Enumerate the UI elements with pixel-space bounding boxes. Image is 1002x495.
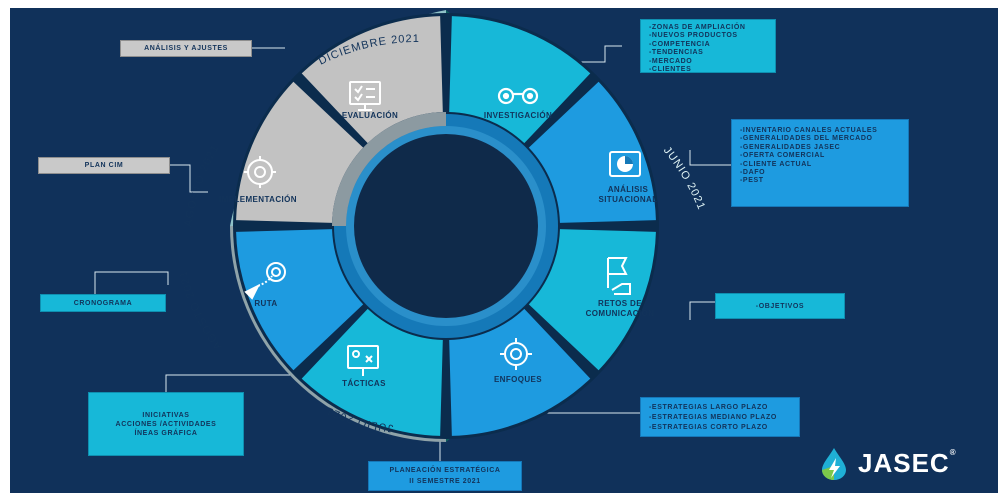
iniciativas-line-3: ÍNEAS GRÁFICA bbox=[134, 429, 198, 437]
inner-gray-arc bbox=[332, 112, 447, 227]
inner-core bbox=[354, 134, 538, 318]
ring-label-agosto-upper: AGOSTO 2021 bbox=[182, 142, 221, 227]
segment-labels: INVESTIGACIÓN ANÁLISIS SITUACIONAL RETOS… bbox=[219, 111, 657, 388]
segment-label-retos-1: RETOS DE bbox=[598, 299, 642, 308]
callout-analisis-ajustes-text: ANÁLISIS Y AJUSTES bbox=[144, 45, 228, 52]
brand-name: JASEC® bbox=[858, 448, 957, 479]
callout-iniciativas: INICIATIVAS ACCIONES /ACTIVIDADES ÍNEAS … bbox=[88, 392, 244, 456]
estrategias-item: -ESTRATEGIAS MEDIANO PLAZO bbox=[649, 414, 777, 421]
callout-objetivos: -OBJETIVOS bbox=[715, 293, 845, 319]
segment-label-implementacion: IMPLEMENTACIÓN bbox=[219, 195, 297, 204]
investigacion-item: -CLIENTES bbox=[649, 66, 692, 74]
checklist-icon bbox=[349, 81, 381, 111]
ring-label-agosto-lower: AGOSTO 2021 bbox=[177, 269, 225, 352]
segment-label-ruta: RUTA bbox=[254, 299, 277, 308]
iniciativas-line-1: INICIATIVAS bbox=[142, 411, 190, 419]
callout-objetivos-text: -OBJETIVOS bbox=[755, 302, 805, 310]
segment-label-retos-2: COMUNICACIÓN bbox=[586, 309, 655, 318]
route-target-icon bbox=[244, 262, 286, 300]
segment-label-analisis-2: SITUACIONAL bbox=[598, 195, 657, 204]
target-icon bbox=[500, 338, 532, 370]
estrategias-item: -ESTRATEGIAS LARGO PLAZO bbox=[649, 404, 768, 411]
analisis-item: -GENERALIDADES JASEC bbox=[740, 143, 841, 151]
planeacion-line-2: II SEMESTRE 2021 bbox=[409, 478, 481, 485]
analisis-item: -INVENTARIO CANALES ACTUALES bbox=[740, 127, 878, 134]
strategy-board-icon bbox=[347, 345, 379, 376]
iniciativas-line-2: ACCIONES /ACTIVIDADES bbox=[115, 420, 217, 428]
callout-estrategias: -ESTRATEGIAS LARGO PLAZO -ESTRATEGIAS ME… bbox=[640, 397, 800, 437]
segment-label-tacticas: TÁCTICAS bbox=[342, 379, 386, 388]
gear-cycle-icon bbox=[244, 156, 276, 188]
cycle-segments bbox=[236, 16, 656, 436]
segment-ruta bbox=[236, 229, 364, 371]
investigacion-item: -COMPETENCIA bbox=[649, 40, 711, 48]
analisis-item: -CLIENTE ACTUAL bbox=[740, 160, 812, 168]
investigacion-item: -NUEVOS PRODUCTOS bbox=[649, 32, 738, 40]
pie-chart-icon bbox=[609, 151, 641, 177]
callout-plan-cim: PLAN CIM bbox=[38, 157, 170, 174]
segment-label-evaluacion: EVALUACIÓN bbox=[342, 111, 398, 120]
analisis-item: -PEST bbox=[740, 177, 764, 185]
flag-hand-icon bbox=[607, 257, 631, 295]
segment-analisis bbox=[528, 81, 656, 223]
planeacion-line-1: PLANEACIÓN ESTRATÉGICA bbox=[389, 467, 501, 474]
estrategias-item: -ESTRATEGIAS CORTO PLAZO bbox=[649, 424, 768, 431]
callout-plan-cim-text: PLAN CIM bbox=[84, 162, 124, 169]
brand-name-text: JASEC bbox=[858, 447, 950, 478]
brand-registered-mark: ® bbox=[949, 447, 957, 457]
segment-implementacion bbox=[236, 81, 364, 223]
callout-investigacion: -ZONAS DE AMPLIACIÓN -NUEVOS PRODUCTOS -… bbox=[640, 19, 776, 73]
callout-planeacion: PLANEACIÓN ESTRATÉGICA II SEMESTRE 2021 bbox=[368, 461, 522, 491]
segment-investigacion bbox=[449, 16, 591, 144]
segment-retos bbox=[528, 229, 656, 371]
analisis-item: -OFERTA COMERCIAL bbox=[740, 152, 825, 160]
investigacion-item: -ZONAS DE AMPLIACIÓN bbox=[649, 24, 746, 31]
droplet-bolt-icon bbox=[822, 448, 846, 480]
segment-label-enfoques: ENFOQUES bbox=[494, 375, 542, 384]
ring-label-junio: JUNIO 2021 bbox=[661, 145, 708, 212]
segment-tacticas bbox=[301, 308, 443, 436]
investigacion-item: -TENDENCIAS bbox=[649, 49, 704, 57]
binoculars-icon bbox=[497, 87, 539, 105]
callout-analisis: -INVENTARIO CANALES ACTUALES -GENERALIDA… bbox=[731, 119, 909, 207]
analisis-item: -GENERALIDADES DEL MERCADO bbox=[740, 135, 873, 143]
investigacion-item: -MERCADO bbox=[649, 57, 693, 65]
segment-label-analisis-1: ANÁLISIS bbox=[608, 185, 649, 194]
analisis-item: -DAFO bbox=[740, 169, 766, 177]
brand-logo: JASEC® bbox=[818, 446, 957, 480]
segment-enfoques bbox=[449, 308, 591, 436]
segment-label-investigacion: INVESTIGACIÓN bbox=[484, 111, 552, 120]
callout-cronograma: CRONOGRAMA bbox=[40, 294, 166, 312]
segment-evaluacion bbox=[301, 16, 443, 144]
callout-cronograma-text: CRONOGRAMA bbox=[73, 299, 133, 307]
callout-analisis-ajustes: ANÁLISIS Y AJUSTES bbox=[120, 40, 252, 57]
